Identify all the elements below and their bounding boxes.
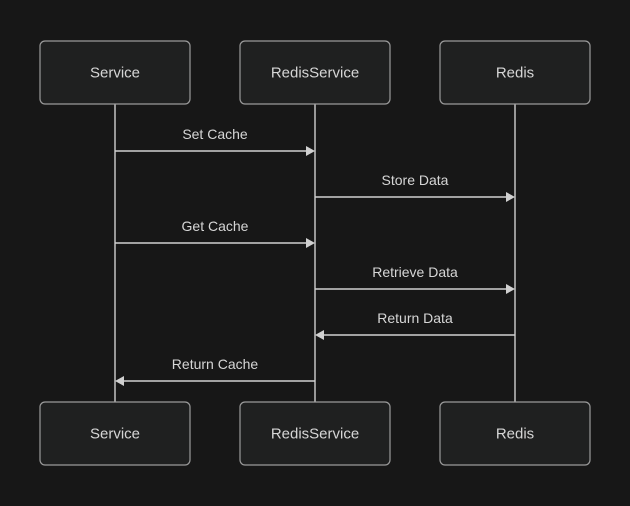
participant-label: RedisService [271, 64, 359, 81]
message-5[interactable]: Return Cache [115, 356, 315, 386]
message-arrowhead-right [306, 146, 315, 156]
message-label: Get Cache [182, 218, 249, 234]
participant-service-bottom[interactable]: Service [39, 401, 191, 466]
message-label: Retrieve Data [372, 264, 458, 280]
participant-label: Service [90, 64, 140, 81]
message-4[interactable]: Return Data [315, 310, 515, 340]
participant-service-top[interactable]: Service [39, 40, 191, 105]
message-3[interactable]: Retrieve Data [315, 264, 515, 294]
participant-label: RedisService [271, 425, 359, 442]
message-arrowhead-right [506, 284, 515, 294]
message-label: Return Cache [172, 356, 259, 372]
participant-box[interactable] [239, 40, 391, 105]
message-arrowhead-left [315, 330, 324, 340]
participant-label: Redis [496, 425, 534, 442]
message-arrowhead-left [115, 376, 124, 386]
participant-box[interactable] [439, 401, 591, 466]
message-2[interactable]: Get Cache [115, 218, 315, 248]
participant-redisservice-bottom[interactable]: RedisService [239, 401, 391, 466]
participant-label: Service [90, 425, 140, 442]
message-1[interactable]: Store Data [315, 172, 515, 202]
participant-label: Redis [496, 64, 534, 81]
participant-box[interactable] [39, 401, 191, 466]
participant-redis-top[interactable]: Redis [439, 40, 591, 105]
participant-redis-bottom[interactable]: Redis [439, 401, 591, 466]
participant-box[interactable] [39, 40, 191, 105]
message-0[interactable]: Set Cache [115, 126, 315, 156]
message-label: Store Data [382, 172, 449, 188]
message-arrowhead-right [306, 238, 315, 248]
message-label: Return Data [377, 310, 453, 326]
participant-box[interactable] [439, 40, 591, 105]
participant-box[interactable] [239, 401, 391, 466]
participant-redisservice-top[interactable]: RedisService [239, 40, 391, 105]
message-label: Set Cache [182, 126, 248, 142]
message-arrowhead-right [506, 192, 515, 202]
lifelines-layer [114, 104, 516, 402]
